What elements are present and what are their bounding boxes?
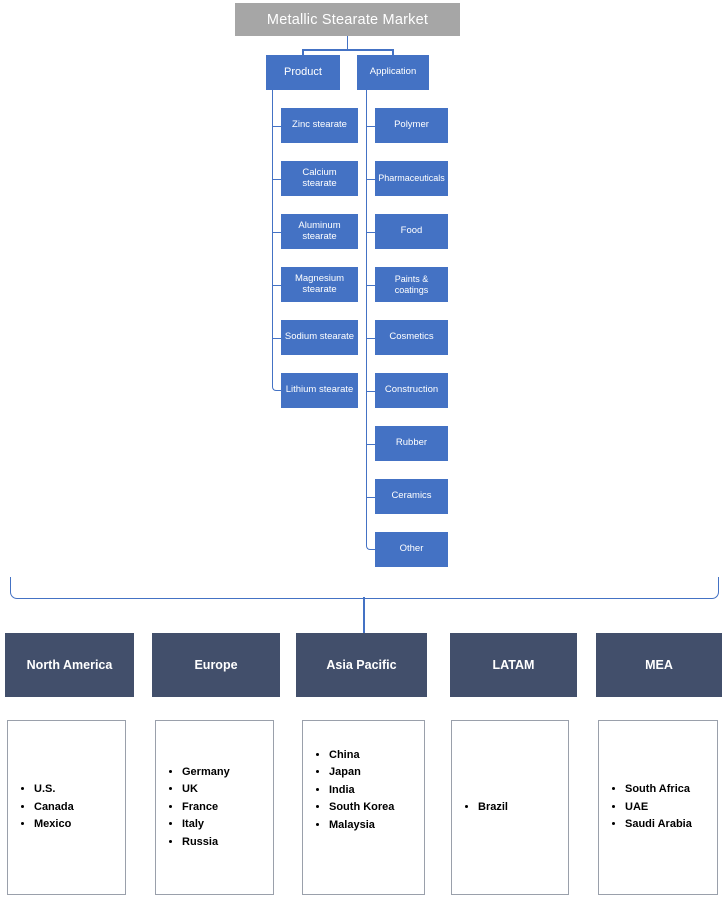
application-item-pharmaceuticals[interactable]: Pharmaceuticals: [375, 161, 448, 196]
product-stub-connector-5: [272, 337, 281, 340]
product-item-aluminum-stearate[interactable]: Aluminum stearate: [281, 214, 358, 249]
application-item-polymer[interactable]: Polymer: [375, 108, 448, 143]
list-item: South Korea: [329, 799, 394, 816]
application-item-food[interactable]: Food: [375, 214, 448, 249]
product-stub-connector-2: [272, 178, 281, 181]
list-item: UAE: [625, 799, 692, 816]
application-stub-connector-7: [366, 443, 375, 446]
title-branch-horizontal-connector: [302, 49, 393, 51]
application-stub-connector-3: [366, 231, 375, 234]
application-stub-connector-1: [366, 125, 375, 128]
country-list-north-america: U.S. Canada Mexico: [7, 720, 126, 895]
country-list: Brazil: [452, 799, 508, 816]
branch-node-product[interactable]: Product: [266, 55, 340, 90]
application-item-cosmetics[interactable]: Cosmetics: [375, 320, 448, 355]
country-list: U.S. Canada Mexico: [8, 781, 74, 833]
application-stub-connector-4: [366, 284, 375, 287]
application-stub-connector-2: [366, 178, 375, 181]
application-spine-connector: [366, 90, 375, 550]
region-header-north-america[interactable]: North America: [5, 633, 134, 697]
list-item: India: [329, 782, 394, 799]
list-item: Russia: [182, 834, 230, 851]
application-item-construction[interactable]: Construction: [375, 373, 448, 408]
list-item: France: [182, 799, 230, 816]
application-item-ceramics[interactable]: Ceramics: [375, 479, 448, 514]
application-stub-connector-5: [366, 337, 375, 340]
region-header-asia-pacific[interactable]: Asia Pacific: [296, 633, 427, 697]
branch-node-application[interactable]: Application: [357, 55, 429, 90]
list-item: Japan: [329, 764, 394, 781]
list-item: Italy: [182, 816, 230, 833]
application-stub-connector-6: [366, 390, 375, 393]
list-item: Brazil: [478, 799, 508, 816]
country-list-asia-pacific: China Japan India South Korea Malaysia: [302, 720, 425, 895]
region-header-latam[interactable]: LATAM: [450, 633, 577, 697]
list-item: Canada: [34, 799, 74, 816]
country-list-latam: Brazil: [451, 720, 569, 895]
product-stub-connector-1: [272, 125, 281, 128]
country-list-europe: Germany UK France Italy Russia: [155, 720, 274, 895]
country-list: China Japan India South Korea Malaysia: [303, 747, 394, 834]
list-item: China: [329, 747, 394, 764]
product-item-zinc-stearate[interactable]: Zinc stearate: [281, 108, 358, 143]
region-header-europe[interactable]: Europe: [152, 633, 280, 697]
list-item: UK: [182, 781, 230, 798]
application-stub-connector-8: [366, 496, 375, 499]
product-stub-connector-3: [272, 231, 281, 234]
product-item-sodium-stearate[interactable]: Sodium stearate: [281, 320, 358, 355]
application-item-paints-and-coatings[interactable]: Paints & coatings: [375, 267, 448, 302]
product-item-calcium-stearate[interactable]: Calcium stearate: [281, 161, 358, 196]
product-item-lithium-stearate[interactable]: Lithium stearate: [281, 373, 358, 408]
country-list-mea: South Africa UAE Saudi Arabia: [598, 720, 718, 895]
region-header-mea[interactable]: MEA: [596, 633, 722, 697]
list-item: Germany: [182, 764, 230, 781]
list-item: Malaysia: [329, 817, 394, 834]
country-list: South Africa UAE Saudi Arabia: [599, 781, 692, 833]
title-stem-connector: [346, 36, 349, 50]
product-stem-connector: [302, 49, 304, 56]
diagram-title: Metallic Stearate Market: [235, 3, 460, 36]
application-stem-connector: [392, 49, 394, 56]
application-item-rubber[interactable]: Rubber: [375, 426, 448, 461]
product-stub-connector-4: [272, 284, 281, 287]
product-spine-connector: [272, 90, 281, 391]
product-item-magnesium-stearate[interactable]: Magnesium stearate: [281, 267, 358, 302]
list-item: South Africa: [625, 781, 692, 798]
regions-bracket-drop-connector: [363, 597, 365, 633]
list-item: Saudi Arabia: [625, 816, 692, 833]
regions-bracket-connector: [10, 577, 719, 599]
country-list: Germany UK France Italy Russia: [156, 764, 230, 851]
list-item: U.S.: [34, 781, 74, 798]
application-item-other[interactable]: Other: [375, 532, 448, 567]
list-item: Mexico: [34, 816, 74, 833]
